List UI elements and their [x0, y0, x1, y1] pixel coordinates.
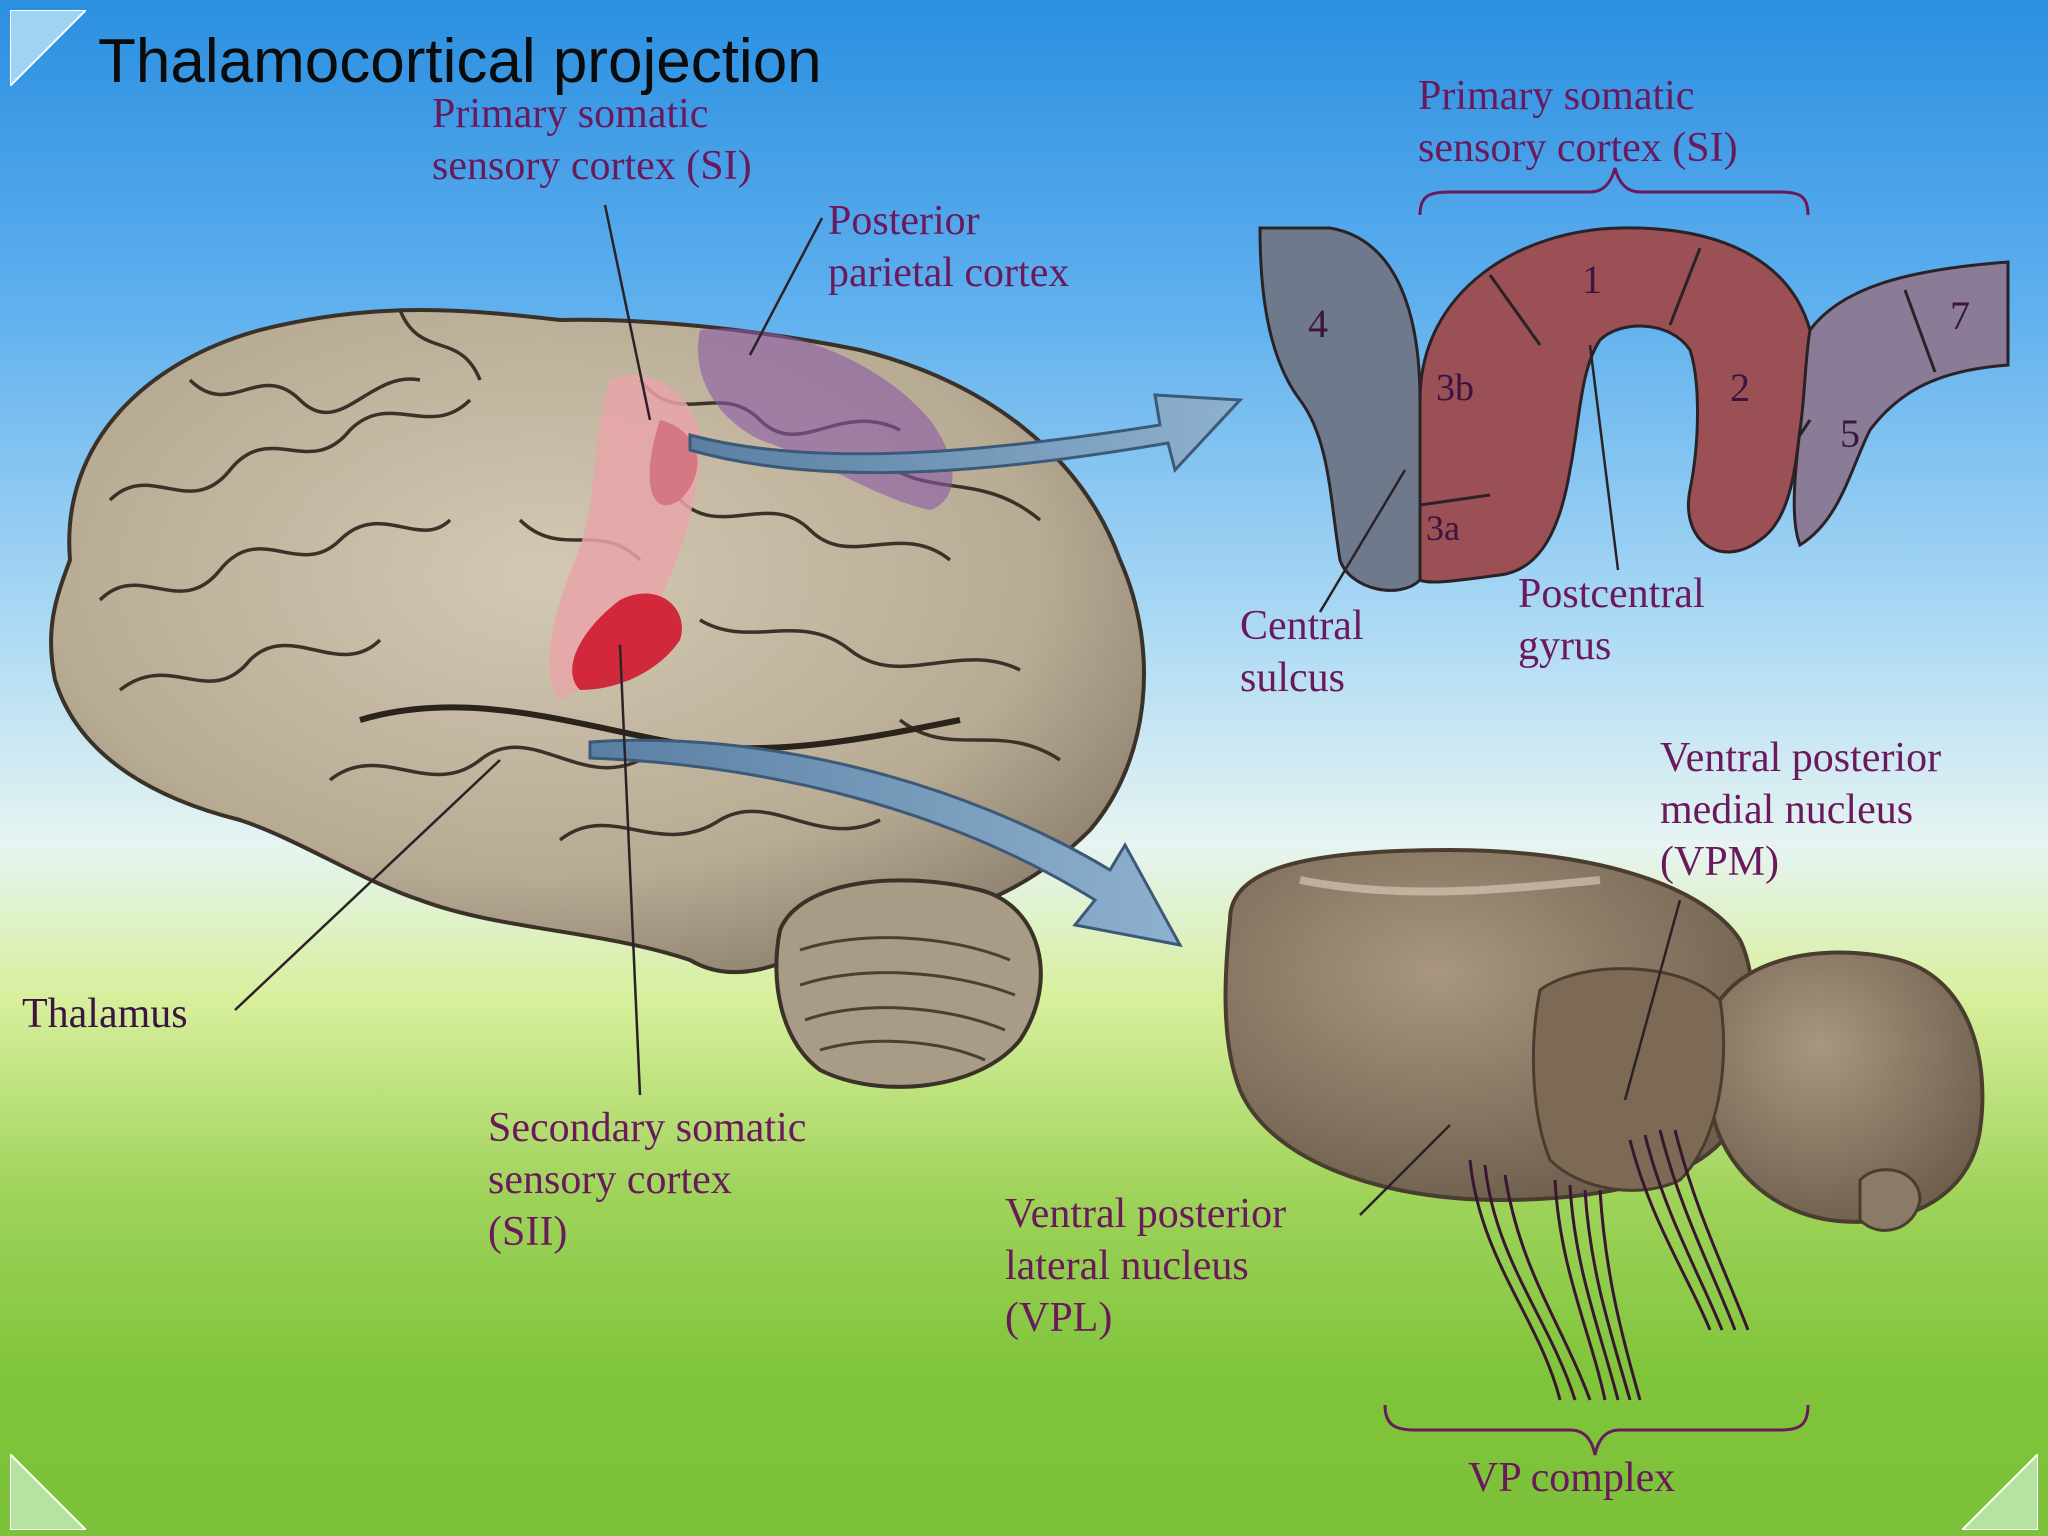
area-5-7-region	[1792, 260, 2010, 548]
cerebellum-folia	[799, 936, 1016, 1062]
thalamus-model	[1223, 847, 1985, 1456]
vpm-label: Ventral posterior medial nucleus (VPM)	[1660, 735, 1942, 885]
area-label-2: 2	[1730, 365, 1750, 410]
vpl-pointer	[1359, 1124, 1451, 1216]
central-sulcus-label: Central sulcus	[1240, 603, 1364, 701]
secondary-pointer	[618, 644, 642, 1096]
thalamus-pointer	[234, 759, 501, 1011]
vp-complex-bracket	[1383, 1404, 1810, 1456]
arrow-to-cortex	[688, 393, 1244, 475]
primary-cortex-highlight	[649, 420, 698, 506]
primary-somatic-cortex-label-right: Primary somatic sensory cortex (SI)	[1418, 73, 1738, 171]
area-borders	[1419, 247, 1937, 507]
vp-cut-face	[1531, 967, 1726, 1192]
thalamus-bump	[1858, 1168, 1922, 1232]
primary-left-pointer	[603, 204, 652, 421]
corner-bottom-left-icon	[10, 1454, 86, 1530]
thalamus-posterior-lobe	[1708, 950, 1985, 1224]
projection-arrows	[588, 393, 1244, 948]
arrow-to-thalamus	[588, 738, 1183, 948]
parietal-pointer	[748, 217, 824, 356]
corner-bottom-right-icon	[1962, 1454, 2038, 1530]
central-sulcus-pointer	[1318, 469, 1407, 613]
cortex-cross-section	[1258, 167, 2010, 613]
area-label-4: 4	[1308, 301, 1328, 346]
posterior-parietal-cortex-label: Posterior parietal cortex	[828, 198, 1070, 296]
area-label-5: 5	[1840, 411, 1860, 456]
thalamus-label: Thalamus	[22, 991, 188, 1037]
area-label-7: 7	[1950, 293, 1970, 338]
area-label-1: 1	[1582, 257, 1602, 302]
vpm-pointer	[1623, 899, 1682, 1101]
postcentral-gyrus-pointer	[1588, 344, 1620, 571]
brain-lateral-view	[49, 308, 1146, 1089]
postcentral-gyrus-label: Postcentral gyrus	[1518, 571, 1705, 669]
area-label-3a: 3a	[1426, 508, 1460, 548]
secondary-somatic-cortex-label: Secondary somatic sensory cortex (SII)	[488, 1105, 807, 1255]
slide-title: Thalamocortical projection	[98, 27, 822, 96]
secondary-cortex-region	[572, 593, 682, 690]
area-label-3b: 3b	[1436, 367, 1474, 409]
primary-somatic-cortex-label-left: Primary somatic sensory cortex (SI)	[432, 91, 752, 189]
thalamus-top-groove	[1299, 876, 1601, 896]
cerebellum	[774, 878, 1043, 1089]
fiber-bundles	[1468, 1129, 1750, 1401]
primary-cortex-bracket	[1418, 167, 1810, 216]
area-4-region	[1258, 226, 1422, 592]
primary-cortex-band	[1418, 226, 1814, 584]
vp-complex-label: VP complex	[1468, 1455, 1676, 1501]
vpl-label: Ventral posterior lateral nucleus (VPL)	[1005, 1191, 1287, 1341]
corner-top-left-icon	[10, 10, 86, 86]
brain-pointers	[234, 204, 824, 1096]
